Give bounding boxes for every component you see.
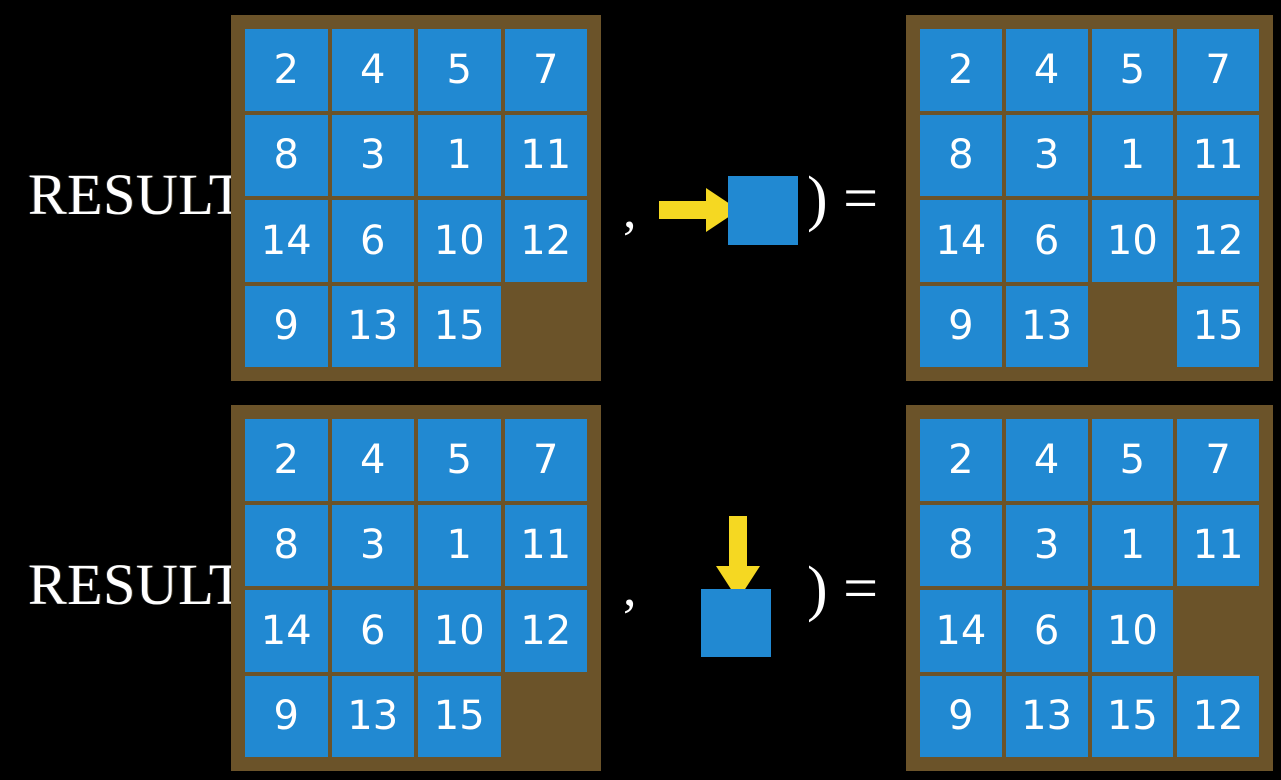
puzzle-tile[interactable]: 4 xyxy=(331,419,414,501)
puzzle-tile[interactable]: 1 xyxy=(418,114,501,196)
puzzle-tile[interactable]: 8 xyxy=(245,504,328,586)
puzzle-tile[interactable]: 13 xyxy=(331,675,414,757)
puzzle-tile[interactable]: 14 xyxy=(245,200,328,282)
moving-tile-row-2 xyxy=(701,589,771,657)
arrow-right-icon xyxy=(659,188,739,232)
puzzle-tile[interactable]: 9 xyxy=(245,675,328,757)
close-paren-equals-row-2: ) = xyxy=(807,555,879,623)
puzzle-tile[interactable]: 4 xyxy=(1005,29,1088,111)
puzzle-tile[interactable]: 15 xyxy=(1091,675,1174,757)
puzzle-tile[interactable]: 5 xyxy=(1091,29,1174,111)
puzzle-tile[interactable]: 11 xyxy=(1177,504,1259,586)
puzzle-tile[interactable]: 14 xyxy=(245,590,328,672)
puzzle-tile[interactable]: 14 xyxy=(920,200,1002,282)
puzzle-tile[interactable]: 6 xyxy=(1005,200,1088,282)
puzzle-tile[interactable]: 11 xyxy=(1177,114,1259,196)
puzzle-blank-cell xyxy=(1177,590,1259,672)
puzzle-tile[interactable]: 2 xyxy=(245,419,328,501)
puzzle-tile[interactable]: 6 xyxy=(331,590,414,672)
puzzle-blank-cell xyxy=(505,676,588,758)
puzzle-tile[interactable]: 3 xyxy=(1005,114,1088,196)
puzzle-tile[interactable]: 1 xyxy=(1091,504,1174,586)
puzzle-tile[interactable]: 5 xyxy=(1091,419,1174,501)
puzzle-tile[interactable]: 1 xyxy=(1091,114,1174,196)
puzzle-tile[interactable]: 12 xyxy=(504,590,587,672)
close-paren-equals-row-1: ) = xyxy=(807,165,879,233)
result-label-row-2: RESULT( xyxy=(28,552,265,617)
puzzle-tile[interactable]: 13 xyxy=(1005,285,1088,367)
puzzle-tile[interactable]: 7 xyxy=(504,29,587,111)
puzzle-tile[interactable]: 2 xyxy=(245,29,328,111)
puzzle-tile[interactable]: 13 xyxy=(331,285,414,367)
arrow-down-icon xyxy=(716,516,760,600)
puzzle-tile[interactable]: 14 xyxy=(920,590,1002,672)
puzzle-tile[interactable]: 6 xyxy=(331,200,414,282)
puzzle-tile[interactable]: 9 xyxy=(245,285,328,367)
puzzle-tile[interactable]: 6 xyxy=(1005,590,1088,672)
puzzle-tile[interactable]: 3 xyxy=(331,504,414,586)
puzzle-tile[interactable]: 13 xyxy=(1005,675,1088,757)
puzzle-tile[interactable]: 10 xyxy=(418,590,501,672)
puzzle-tile[interactable]: 4 xyxy=(1005,419,1088,501)
puzzle-tile[interactable]: 2 xyxy=(920,29,1002,111)
puzzle-tile[interactable]: 10 xyxy=(1091,200,1174,282)
puzzle-tile[interactable]: 7 xyxy=(1177,419,1259,501)
puzzle-tile[interactable]: 12 xyxy=(1177,675,1259,757)
puzzle-blank-cell xyxy=(505,286,588,368)
comma-row-2: , xyxy=(623,557,637,617)
puzzle-tile[interactable]: 3 xyxy=(331,114,414,196)
puzzle-tile[interactable]: 15 xyxy=(418,285,501,367)
puzzle-tile[interactable]: 9 xyxy=(920,285,1002,367)
puzzle-tile[interactable]: 12 xyxy=(1177,200,1259,282)
puzzle-tile[interactable]: 2 xyxy=(920,419,1002,501)
puzzle-tile[interactable]: 7 xyxy=(504,419,587,501)
operator-area-row-1: , ) = xyxy=(601,0,906,390)
moving-tile-row-1 xyxy=(728,176,798,245)
puzzle-tile[interactable]: 8 xyxy=(920,114,1002,196)
puzzle-tile[interactable]: 8 xyxy=(920,504,1002,586)
puzzle-blank-cell xyxy=(1092,286,1174,368)
puzzle-tile[interactable]: 15 xyxy=(1177,285,1259,367)
puzzle-tile[interactable]: 5 xyxy=(418,419,501,501)
comma-row-1: , xyxy=(623,179,637,239)
puzzle-tile[interactable]: 10 xyxy=(1091,590,1174,672)
puzzle-tile[interactable]: 8 xyxy=(245,114,328,196)
puzzle-tile[interactable]: 4 xyxy=(331,29,414,111)
puzzle-tile[interactable]: 11 xyxy=(504,504,587,586)
puzzle-tile[interactable]: 7 xyxy=(1177,29,1259,111)
puzzle-tile[interactable]: 15 xyxy=(418,675,501,757)
puzzle-tile[interactable]: 9 xyxy=(920,675,1002,757)
puzzle-tile[interactable]: 12 xyxy=(504,200,587,282)
puzzle-tile[interactable]: 10 xyxy=(418,200,501,282)
puzzle-tile[interactable]: 3 xyxy=(1005,504,1088,586)
puzzle-tile[interactable]: 1 xyxy=(418,504,501,586)
puzzle-tile[interactable]: 11 xyxy=(504,114,587,196)
result-label-row-1: RESULT( xyxy=(28,162,265,227)
operator-area-row-2: , ) = xyxy=(601,390,906,780)
puzzle-tile[interactable]: 5 xyxy=(418,29,501,111)
